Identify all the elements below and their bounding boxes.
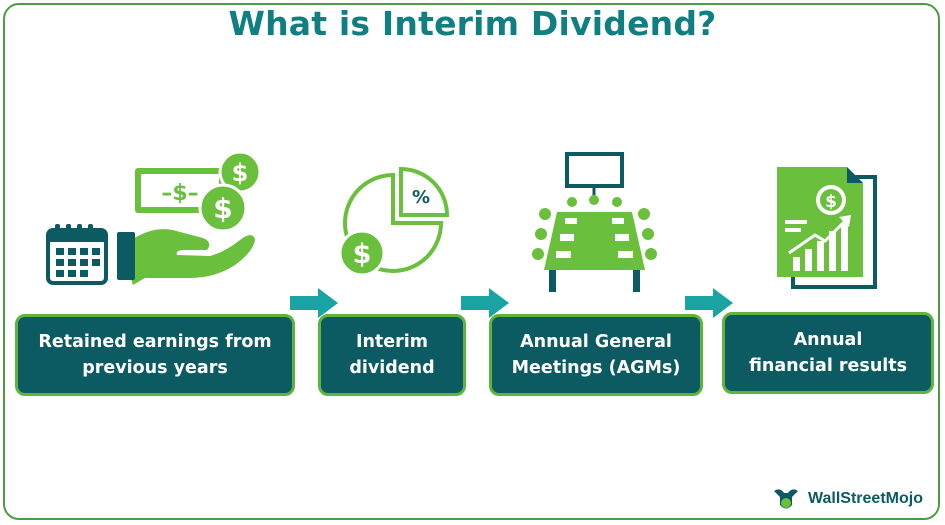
calendar-icon [46, 224, 108, 285]
svg-text:%: % [412, 187, 430, 208]
svg-text:$: $ [232, 159, 249, 187]
svg-text:$: $ [353, 239, 372, 270]
pie-chart-percent-icon: % $ [338, 166, 450, 277]
step-1-line-1: Retained earnings from [38, 332, 272, 352]
dollar-coin-icon: $ $ [198, 150, 262, 233]
step-4-line-1: Annual [793, 330, 863, 350]
arrow-2-icon [461, 288, 509, 318]
arrow-1-icon [290, 288, 338, 318]
meeting-table-icon [532, 152, 657, 292]
step-card-interim-dividend: Interim dividend [318, 314, 466, 396]
bull-logo-icon [774, 489, 798, 509]
step-card-retained-earnings: Retained earnings from previous years [15, 314, 295, 396]
svg-text:$: $ [213, 192, 232, 225]
brand-name: WallStreetMojo [808, 490, 923, 507]
step-card-financial-results: Annual financial results [722, 312, 934, 394]
step-2-line-2: dividend [349, 358, 435, 378]
brand-logo: WallStreetMojo [770, 485, 923, 513]
step-3-line-2: Meetings (AGMs) [511, 358, 681, 378]
step-4-line-2: financial results [748, 356, 908, 376]
step-3-line-1: Annual General [520, 332, 672, 352]
svg-text:–$–: –$– [161, 181, 198, 206]
step-1-line-2: previous years [82, 358, 228, 378]
step-2-line-1: Interim [355, 332, 429, 352]
border-frame [3, 3, 940, 520]
page-title: What is Interim Dividend? [228, 4, 717, 43]
arrow-3-icon [685, 288, 733, 318]
svg-text:$: $ [825, 192, 837, 212]
financial-report-icon: $ [777, 167, 877, 289]
